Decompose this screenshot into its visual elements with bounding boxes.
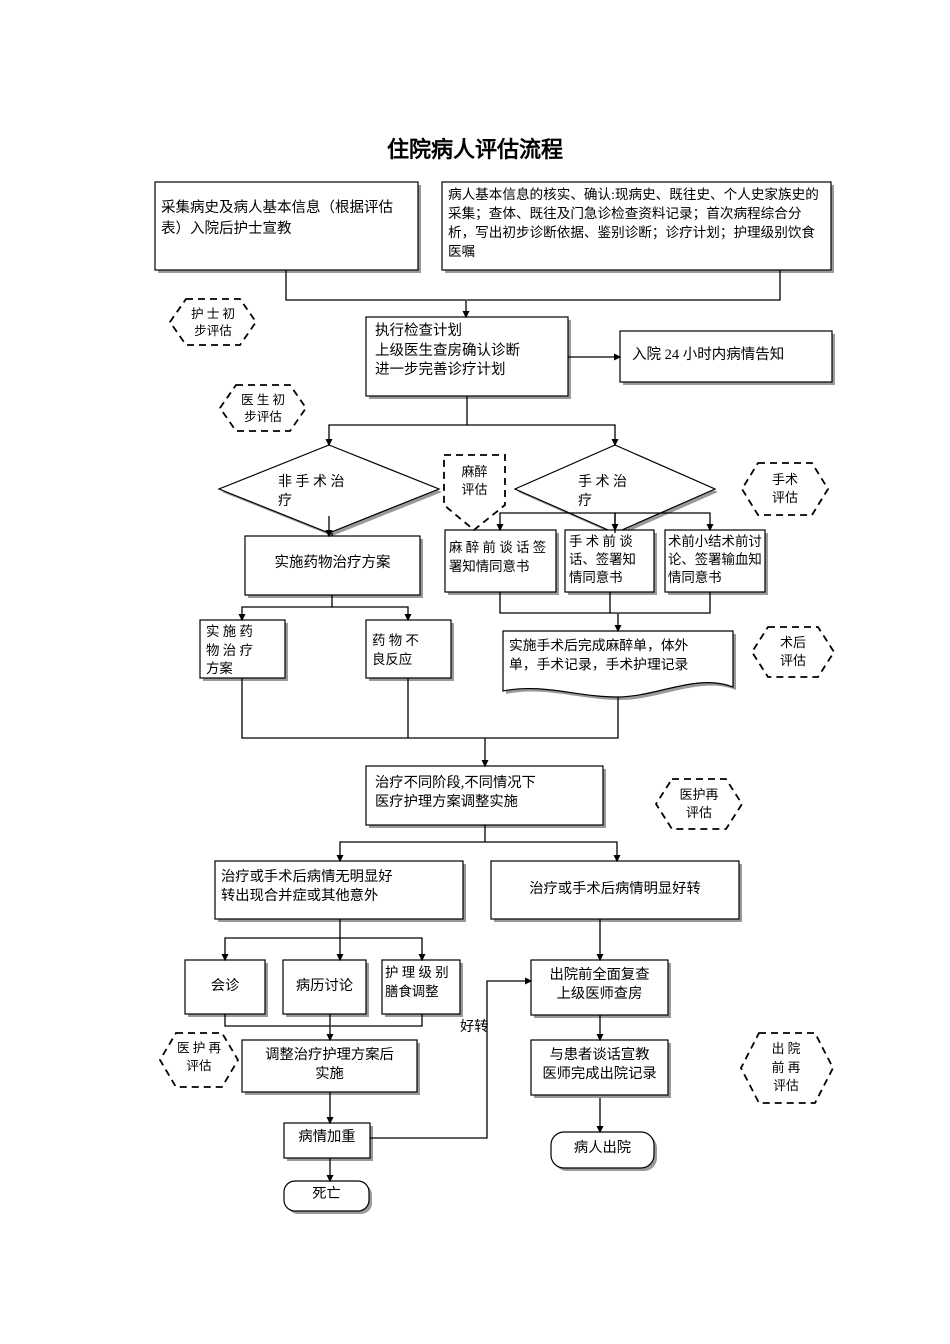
callout-pre-discharge-eval-label: 出 院 前 再 评估 — [771, 1042, 801, 1094]
callout-nursing-reeval-2-label: 医 护 再 评估 — [176, 1041, 222, 1073]
node-drug-exec-label: 实 施 药 物 治 疗 方案 — [206, 624, 253, 676]
node-case-discuss-shape — [282, 959, 367, 1015]
node-preop-summary-shape — [664, 529, 766, 593]
callout-nursing-reeval-label: 医护再 评估 — [679, 787, 719, 821]
node-postop-records-shape — [502, 630, 734, 698]
callout-postop-eval-label: 术后 评估 — [779, 635, 806, 669]
callout-postop-eval-shape — [750, 626, 836, 678]
node-adjust-plan-shape — [365, 765, 604, 826]
callout-nursing-reeval-2-shape — [158, 1032, 240, 1088]
node-pre-discharge-check-label: 出院前全面复查 上级医师查房 — [549, 967, 650, 1003]
node-exec-plan-label: 执行检查计划 上级医生查房确认诊断 进一步完善诊疗计划 — [375, 323, 520, 379]
node-postop-records-label: 实施手术后完成麻醉单，体外 单，手术记录，手术护理记录 — [509, 638, 689, 672]
node-adjust-plan-label: 治疗不同阶段,不同情况下 医疗护理方案调整实施 — [375, 775, 536, 811]
node-surgical-label: 手 术 治 疗 — [578, 475, 627, 509]
node-case-discuss-label: 病历讨论 — [295, 978, 354, 994]
node-verify-info-shape — [441, 181, 832, 271]
node-drug-adverse-shape — [365, 619, 452, 679]
node-no-improve-shape — [214, 860, 464, 920]
callout-doctor-initial-shape — [218, 384, 308, 432]
node-anesth-consent-shape — [444, 529, 557, 593]
node-collect-history-shape — [154, 181, 419, 271]
callout-anesthesia-eval-label: 麻醉 评估 — [461, 464, 488, 498]
node-preop-summary-label: 术前小结术前讨 论、签署输血知 情同意书 — [668, 534, 762, 586]
node-discharge-talk-label: 与患者谈话宣教 医师完成出院记录 — [542, 1047, 657, 1083]
node-non-surgical-label: 非 手 术 治 疗 — [278, 475, 345, 509]
node-worsen-label: 病情加重 — [298, 1129, 356, 1145]
node-drug-plan-label: 实施药物治疗方案 — [274, 555, 391, 571]
callout-doctor-initial-label: 医 生 初 步评估 — [240, 393, 286, 425]
callout-pre-discharge-eval-shape — [739, 1032, 835, 1104]
node-verify-info-label: 病人基本信息的核实、确认:现病史、既往史、个人史家族史的采集；查体、既往及门急诊… — [448, 187, 819, 260]
node-notify-24h-shape — [619, 330, 833, 383]
node-improved-label: 治疗或手术后病情明显好转 — [529, 881, 701, 897]
node-nursing-diet-label: 护 理 级 别 膳食调整 — [385, 965, 449, 999]
node-consult-shape — [184, 959, 266, 1015]
node-patient-discharged-label: 病人出院 — [573, 1140, 632, 1156]
node-readjust-shape — [241, 1039, 418, 1093]
page-title: 住院病人评估流程 — [386, 137, 563, 162]
node-readjust-label: 调整治疗护理方案后 实施 — [265, 1047, 394, 1083]
node-worsen-shape — [283, 1122, 371, 1159]
node-drug-adverse-label: 药 物 不 良反应 — [372, 633, 419, 667]
node-discharge-talk-shape — [530, 1039, 669, 1096]
callout-nurse-initial-label: 护 士 初 步评估 — [190, 307, 236, 339]
node-no-improve-label: 治疗或手术后病情无明显好 转出现合并症或其他意外 — [221, 869, 393, 905]
callout-surgery-eval-label: 手术 评估 — [771, 472, 798, 506]
callout-nursing-reeval-shape — [654, 778, 744, 830]
node-nursing-diet-shape — [381, 959, 461, 1015]
edge-label-improve: 好转 — [460, 1019, 489, 1035]
node-consult-label: 会诊 — [210, 978, 240, 994]
node-anesth-consent-label: 麻 醉 前 谈 话 签 署知情同意书 — [449, 540, 547, 574]
node-surg-consent-label: 手 术 前 谈 话、签署知 情同意书 — [569, 534, 636, 586]
node-death-label: 死亡 — [312, 1186, 341, 1202]
callout-surgery-eval-shape — [740, 462, 830, 516]
callout-nurse-initial-shape — [168, 298, 258, 346]
node-notify-24h-label: 入院 24 小时内病情告知 — [632, 347, 785, 363]
node-collect-history-label: 采集病史及病人基本信息（根据评估表）入院后护士宣教 — [161, 200, 393, 238]
node-improved-shape — [490, 860, 740, 920]
callout-anesthesia-eval-shape — [443, 454, 506, 532]
